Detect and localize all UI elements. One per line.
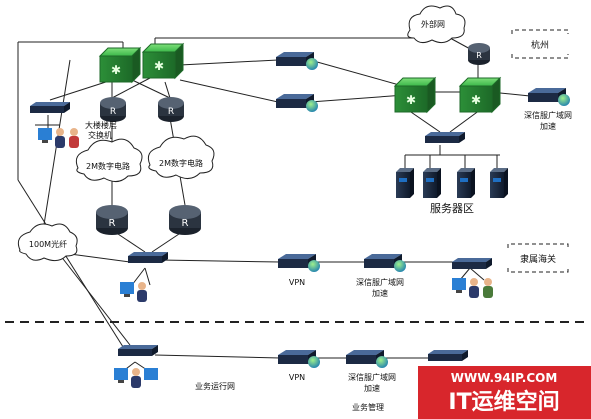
cloud-2m-circuit-b: 2M数字电路 [147, 135, 215, 179]
vpn-appliance-branch [278, 254, 320, 272]
cloud-label-external-net: 外部网 [421, 19, 445, 29]
user-group-branch [120, 282, 147, 302]
svg-text:✱: ✱ [406, 93, 416, 107]
server-icon [399, 178, 407, 182]
router-branch-left: R [96, 205, 128, 235]
label-vpn-2: VPN [289, 373, 305, 382]
router-letter: R [476, 51, 482, 60]
wan-appliance-mid [276, 94, 318, 112]
cloud-external-net: 外部网 [407, 5, 466, 44]
svg-text:✱: ✱ [111, 63, 121, 77]
business-switch [118, 345, 158, 356]
label-jiasu-1: 加速 [540, 121, 556, 131]
user-icon [132, 368, 140, 376]
user-icon [56, 128, 64, 136]
router-letter: R [110, 107, 116, 117]
server-icon [426, 178, 434, 182]
server-rack-2 [423, 168, 441, 198]
server-icon [460, 178, 468, 182]
user-icon [70, 128, 78, 136]
cloud-label-100m-fiber: 100M光纤 [29, 239, 67, 249]
lishu-switch [452, 258, 492, 269]
site-label-lishu-haiguan: 隶属海关 [520, 253, 556, 265]
cloud-label-2m-circuit-a: 2M数字电路 [86, 161, 130, 171]
user-group-lishu [452, 278, 493, 298]
site-box-hangzhou: 杭州 [511, 29, 569, 59]
label-floor-switch-2: 交换机 [88, 130, 112, 140]
server-rack-3 [457, 168, 475, 198]
label-floor-switch-1: 大楼楼层 [85, 120, 117, 130]
business-right-switch [428, 350, 468, 361]
globe-icon [308, 260, 320, 272]
wan-accelerator-branch [364, 254, 406, 272]
label-yewu-yunxing: 业务运行网 [195, 381, 235, 391]
server-rack-1 [396, 168, 414, 198]
watermark-url: WWW.94IP.COM [451, 371, 558, 385]
wan-appliance-top [276, 52, 318, 70]
pc-icon [452, 278, 466, 290]
pc-icon [38, 128, 52, 140]
branch-switch [128, 252, 168, 263]
cloud-2m-circuit-a: 2M数字电路 [75, 138, 143, 182]
router-branch-right: R [169, 205, 201, 235]
globe-icon [376, 356, 388, 368]
label-shenxin-1: 深信服广域网 [524, 110, 572, 120]
router-external: R [468, 43, 490, 65]
router-letter: R [182, 218, 189, 229]
svg-text:✱: ✱ [154, 59, 164, 73]
site-label-hangzhou: 杭州 [531, 39, 549, 51]
user-icon [138, 282, 146, 290]
hangzhou-switch-left: ✱ [393, 76, 437, 114]
user-icon [470, 278, 478, 286]
wan-accelerator-hangzhou [528, 88, 570, 106]
watermark-logo: WWW.94IP.COM IT运维空间 [418, 366, 591, 419]
user-icon [484, 278, 492, 286]
user-group-floor [38, 128, 79, 148]
router-core-right: R [158, 97, 184, 122]
globe-icon [558, 94, 570, 106]
server-rack-4 [490, 168, 508, 198]
router-letter: R [168, 107, 174, 117]
pc-icon [114, 368, 128, 380]
hangzhou-switch-right: ✱ [458, 76, 502, 114]
pc-icon [144, 368, 158, 380]
cloud-label-2m-circuit-b: 2M数字电路 [159, 158, 203, 168]
connection-lines [17, 37, 531, 373]
globe-icon [394, 260, 406, 272]
label-server-zone: 服务器区 [430, 202, 474, 215]
cloud-100m-fiber: 100M光纤 [17, 223, 78, 262]
server-icon [493, 178, 501, 182]
router-core-left: R [100, 97, 126, 122]
label-vpn-1: VPN [289, 278, 305, 287]
label-jiasu-3: 加速 [364, 383, 380, 393]
vpn-appliance-business [278, 350, 320, 368]
label-shenxin-2: 深信服广域网 [356, 277, 404, 287]
core-switch-left: ✱ [98, 46, 142, 84]
globe-icon [306, 100, 318, 112]
svg-text:✱: ✱ [471, 93, 481, 107]
label-shenxin-3: 深信服广域网 [348, 372, 396, 382]
floor-switch [30, 102, 70, 113]
globe-icon [308, 356, 320, 368]
pc-icon [120, 282, 134, 294]
server-switch [425, 132, 465, 143]
site-box-lishu: 隶属海关 [507, 243, 569, 273]
watermark-title: IT运维空间 [448, 389, 559, 415]
label-jiasu-2: 加速 [372, 288, 388, 298]
router-letter: R [109, 218, 116, 229]
user-group-business [114, 368, 158, 388]
label-yewu-guanli: 业务管理 [352, 402, 384, 412]
wan-accelerator-business [346, 350, 388, 368]
globe-icon [306, 58, 318, 70]
core-switch-right: ✱ [141, 42, 185, 80]
